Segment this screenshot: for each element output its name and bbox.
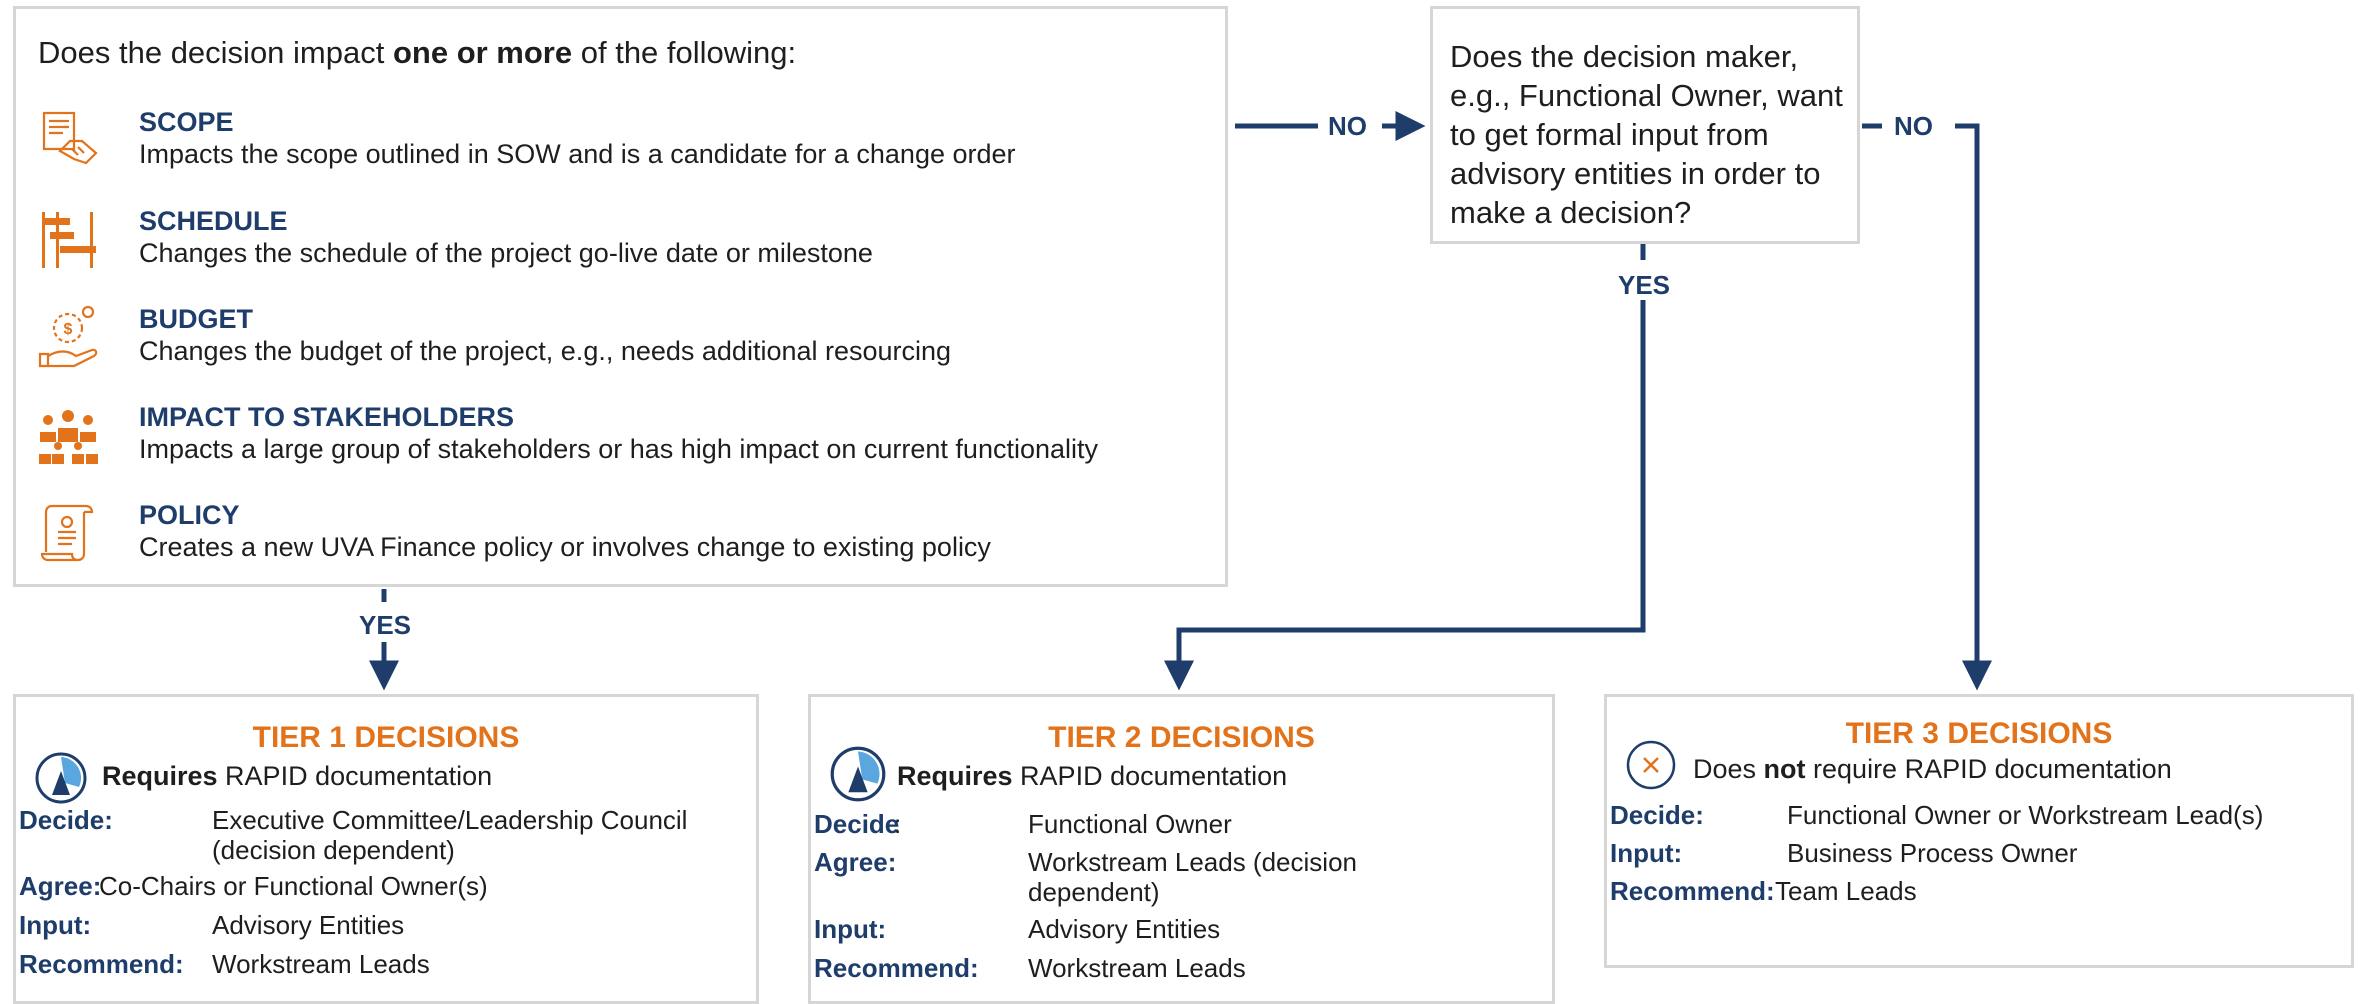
agree-value: Co-Chairs or Functional Owner(s) xyxy=(99,871,488,901)
decide-key: Decide xyxy=(814,809,900,839)
criteria-box: Does the decision impact one or more of … xyxy=(13,6,1228,587)
tier1-title: TIER 1 DECISIONS xyxy=(252,721,520,754)
agree-value: Workstream Leads (decision xyxy=(1028,847,1357,877)
req-pre: Does xyxy=(1693,754,1764,784)
rapid-logo-icon xyxy=(35,752,87,804)
criteria-question-pre: Does the decision impact xyxy=(38,35,393,70)
agree-key: Agree: xyxy=(19,871,102,901)
rapid-logo-icon xyxy=(830,746,886,802)
req-rest: RAPID documentation xyxy=(217,761,493,791)
advisory-input-question-box: Does the decision maker, e.g., Functiona… xyxy=(1430,6,1860,244)
recommend-key: Recommend: xyxy=(1610,876,1775,906)
input-value: Advisory Entities xyxy=(1028,914,1221,944)
recommend-value: Team Leads xyxy=(1775,876,1917,906)
req-rest: require RAPID documentation xyxy=(1805,754,2172,784)
criterion-scope: SCOPE Impacts the scope outlined in SOW … xyxy=(36,107,1216,187)
criterion-title: SCHEDULE xyxy=(139,206,288,236)
input-key: Input: xyxy=(19,910,92,940)
no-label-right: NO xyxy=(1894,111,1933,141)
input-key: Input: xyxy=(814,914,887,944)
criterion-stakeholders: IMPACT TO STAKEHOLDERS Impacts a large g… xyxy=(36,402,1216,482)
tier2-title: TIER 2 DECISIONS xyxy=(1048,721,1315,754)
decide-key: Decide: xyxy=(1610,800,1704,830)
tier2-requirement-text: Requires RAPID documentation xyxy=(897,761,1287,792)
input-key: Input: xyxy=(1610,838,1683,868)
input-value: Business Process Owner xyxy=(1787,838,2078,868)
input-value: Advisory Entities xyxy=(212,910,405,940)
recommend-value: Workstream Leads xyxy=(212,949,430,979)
x-circle-icon xyxy=(1626,740,1676,790)
criterion-schedule: SCHEDULE Changes the schedule of the pro… xyxy=(36,206,1216,286)
decide-colon: : xyxy=(894,809,902,839)
no-connector-right-b xyxy=(1955,123,1992,691)
yes-connector-tier2 xyxy=(1164,300,1646,691)
yes-label-criteria: YES xyxy=(359,610,412,640)
criterion-desc: Changes the schedule of the project go-l… xyxy=(139,238,873,268)
svg-text:$: $ xyxy=(64,321,73,338)
stakeholders-group-icon xyxy=(39,410,98,464)
tier3-box: TIER 3 DECISIONS Does not require RAPID … xyxy=(1604,694,2354,968)
criterion-desc: Impacts the scope outlined in SOW and is… xyxy=(139,139,1016,169)
advisory-input-question: Does the decision maker, e.g., Functiona… xyxy=(1450,39,1843,230)
decide-value: Functional Owner or Workstream Lead(s) xyxy=(1787,800,2264,830)
criterion-policy: POLICY Creates a new UVA Finance policy … xyxy=(36,500,1216,580)
criterion-title: IMPACT TO STAKEHOLDERS xyxy=(139,402,515,432)
criteria-question: Does the decision impact one or more of … xyxy=(38,35,796,71)
scope-document-handshake-icon xyxy=(42,111,98,165)
budget-money-hand-icon: $ xyxy=(38,305,98,368)
criterion-title: SCOPE xyxy=(139,107,234,137)
criterion-desc: Changes the budget of the project, e.g.,… xyxy=(139,336,952,366)
decide-value-cont: (decision dependent) xyxy=(212,835,455,865)
yes-label-question: YES xyxy=(1618,270,1671,300)
tier1-box: TIER 1 DECISIONS Requires RAPID document… xyxy=(13,694,759,1004)
agree-key: Agree: xyxy=(814,847,897,877)
decide-value: Functional Owner xyxy=(1028,809,1232,839)
decide-value: Executive Committee/Leadership Council xyxy=(212,805,688,835)
tier3-requirement-text: Does not require RAPID documentation xyxy=(1693,754,2172,785)
recommend-value: Workstream Leads xyxy=(1028,953,1246,983)
criterion-title: BUDGET xyxy=(139,304,253,334)
tier3-title: TIER 3 DECISIONS xyxy=(1845,717,2113,750)
criterion-desc: Impacts a large group of stakeholders or… xyxy=(139,434,1099,464)
recommend-key: Recommend: xyxy=(814,953,979,983)
recommend-key: Recommend: xyxy=(19,949,184,979)
no-label-left: NO xyxy=(1328,111,1367,141)
req-bold: Requires xyxy=(102,761,218,791)
criteria-question-bold: one or more xyxy=(392,35,573,70)
req-bold: not xyxy=(1763,754,1806,784)
policy-scroll-icon xyxy=(40,504,94,562)
agree-value-cont: dependent) xyxy=(1028,877,1160,907)
tier1-requirement-text: Requires RAPID documentation xyxy=(102,761,492,792)
criterion-budget: $ BUDGET Changes the budget of the proje… xyxy=(36,304,1216,384)
decide-key: Decide: xyxy=(19,805,113,835)
criterion-title: POLICY xyxy=(139,500,240,530)
schedule-gantt-icon xyxy=(42,212,96,268)
criteria-question-post: of the following: xyxy=(572,35,797,70)
criterion-desc: Creates a new UVA Finance policy or invo… xyxy=(139,532,991,562)
tier2-box: TIER 2 DECISIONS Requires RAPID document… xyxy=(808,694,1555,1004)
req-rest: RAPID documentation xyxy=(1012,761,1288,791)
req-bold: Requires xyxy=(897,761,1013,791)
